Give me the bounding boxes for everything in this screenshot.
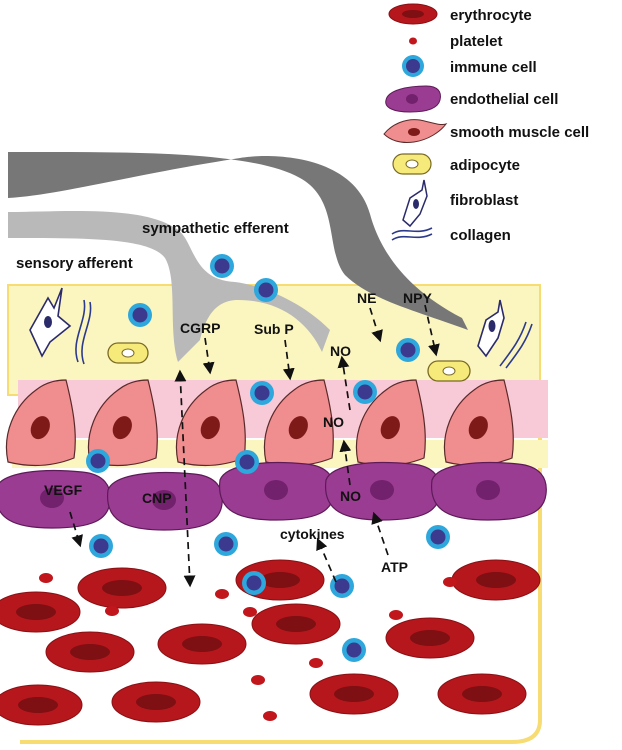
erythrocyte (0, 684, 83, 726)
erythrocyte (309, 673, 399, 715)
legend-smooth-muscle-cell-label: smooth muscle cell (450, 124, 589, 141)
legend-fibroblast-icon (402, 179, 428, 228)
legend-endothelial-cell-label: endothelial cell (450, 91, 558, 108)
immune-cell (353, 380, 377, 404)
platelets (39, 573, 457, 721)
sensory-nerve (8, 210, 330, 362)
immune-cell (426, 525, 450, 549)
ne-label: NE (357, 290, 376, 306)
fibroblast (29, 287, 72, 358)
legend-collagen-label: collagen (450, 227, 511, 244)
immune-cell (214, 532, 238, 556)
signal-arrows (69, 304, 440, 588)
npy-label: NPY (403, 290, 432, 306)
erythrocyte (385, 617, 475, 659)
immune-cell (210, 254, 234, 278)
immune-cell (254, 278, 278, 302)
erythrocyte (111, 681, 201, 723)
vegf-label: VEGF (44, 482, 83, 498)
no-label-muscle: NO (323, 414, 344, 430)
immune-cell (250, 381, 274, 405)
legend-platelet-label: platelet (450, 33, 503, 50)
erythrocyte (451, 559, 541, 601)
legend-endothelial-cell-icon (385, 85, 441, 113)
erythrocyte (157, 623, 247, 665)
legend-immune-cell-icon (402, 55, 424, 77)
immune-cell (242, 571, 266, 595)
atp-label: ATP (381, 559, 408, 575)
immune-cell (235, 450, 259, 474)
collagen-fibers (75, 299, 92, 365)
erythrocyte (77, 567, 167, 609)
erythrocyte (0, 591, 81, 633)
no-label-adventitia: NO (330, 343, 351, 359)
immune-cell (396, 338, 420, 362)
legend-immune-cell-label: immune cell (450, 59, 537, 76)
cnp-label: CNP (142, 490, 172, 506)
immune-cell (342, 638, 366, 662)
endothelial-cell (218, 461, 335, 521)
legend-erythrocyte-icon (388, 3, 438, 25)
fibroblast (477, 299, 505, 358)
sensory-afferent-label: sensory afferent (16, 255, 133, 272)
legend-smooth-muscle-cell-icon (383, 119, 448, 143)
legend-adipocyte-label: adipocyte (450, 157, 520, 174)
legend-collagen-icon (391, 227, 433, 241)
erythrocyte (437, 673, 527, 715)
cgrp-label: CGRP (180, 320, 220, 336)
immune-cell (89, 534, 113, 558)
legend-platelet-icon (409, 37, 417, 45)
sympathetic-nerve (8, 151, 468, 330)
legend: erythrocyte platelet immune cell endothe… (383, 3, 589, 244)
sub-p-label: Sub P (254, 321, 294, 337)
immune-cell (86, 449, 110, 473)
adipocyte (427, 360, 471, 382)
legend-erythrocyte-label: erythrocyte (450, 7, 532, 24)
collagen-fibers (499, 321, 533, 369)
cytokines-label: cytokines (280, 526, 345, 542)
adipocyte (107, 342, 149, 364)
endothelial-cell (0, 469, 111, 529)
erythrocyte (251, 603, 341, 645)
endothelial-cell (430, 461, 547, 521)
legend-adipocyte-icon (392, 153, 432, 175)
no-label-endothelium: NO (340, 488, 361, 504)
sympathetic-efferent-label: sympathetic efferent (142, 220, 289, 237)
legend-fibroblast-label: fibroblast (450, 192, 518, 209)
erythrocyte (45, 631, 135, 673)
immune-cell (128, 303, 152, 327)
